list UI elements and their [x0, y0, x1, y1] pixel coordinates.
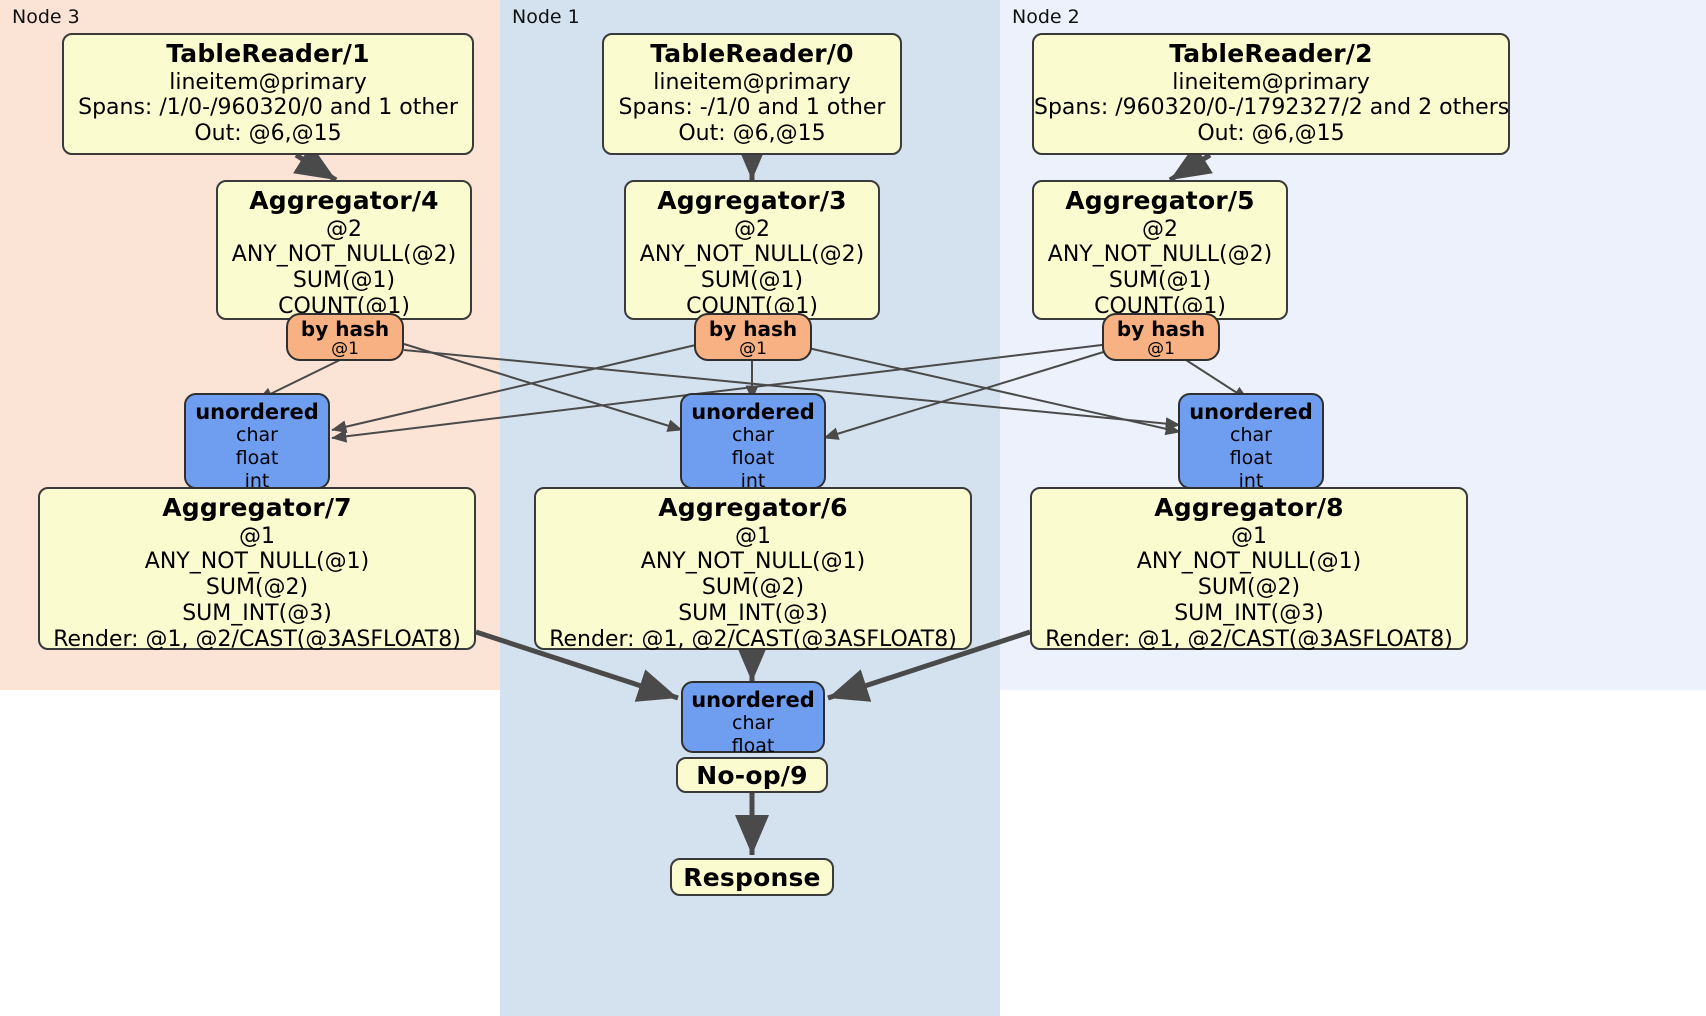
processor-table-reader-1[interactable]: TableReader/1 lineitem@primary Spans: /1…: [62, 33, 474, 155]
router-unordered-final[interactable]: unordered char float: [681, 681, 825, 757]
processor-title: Aggregator/5: [1065, 186, 1255, 215]
processor-table-reader-0[interactable]: TableReader/0 lineitem@primary Spans: -/…: [602, 33, 902, 155]
processor-line: ANY_NOT_NULL(@2): [231, 242, 457, 268]
processor-title: No-op/9: [696, 761, 808, 790]
panel-node-3-label: Node 3: [12, 6, 80, 28]
router-line: char: [236, 424, 278, 447]
processor-line: @2: [326, 216, 362, 242]
processor-line: Out: @6,@15: [678, 121, 826, 147]
processor-table-reader-2[interactable]: TableReader/2 lineitem@primary Spans: /9…: [1032, 33, 1510, 155]
processor-line: ANY_NOT_NULL(@2): [1047, 242, 1273, 268]
processor-line: Render: @1, @2/CAST(@3ASFLOAT8): [549, 627, 957, 653]
processor-line: Spans: /1/0-/960320/0 and 1 other: [78, 95, 458, 121]
processor-line: SUM(@2): [701, 575, 805, 601]
processor-line: ANY_NOT_NULL(@1): [144, 549, 370, 575]
router-line: int: [1238, 469, 1264, 492]
processor-aggregator-4[interactable]: Aggregator/4 @2 ANY_NOT_NULL(@2) SUM(@1)…: [216, 180, 472, 320]
router-line: @1: [739, 339, 767, 359]
processor-line: lineitem@primary: [1172, 69, 1370, 95]
router-line: float: [731, 446, 775, 469]
processor-title: Aggregator/3: [657, 186, 847, 215]
processor-line: ANY_NOT_NULL(@1): [1136, 549, 1362, 575]
router-by-hash-center[interactable]: by hash @1: [694, 313, 812, 361]
processor-title: Aggregator/8: [1154, 493, 1344, 522]
router-title: unordered: [691, 400, 815, 424]
processor-line: SUM(@1): [1108, 268, 1212, 294]
router-line: char: [1230, 424, 1272, 447]
router-unordered-left[interactable]: unordered char float int: [184, 393, 330, 492]
processor-title: TableReader/2: [1169, 39, 1373, 68]
router-line: float: [731, 734, 775, 757]
processor-aggregator-7[interactable]: Aggregator/7 @1 ANY_NOT_NULL(@1) SUM(@2)…: [38, 487, 476, 653]
processor-line: Spans: -/1/0 and 1 other: [618, 95, 886, 121]
processor-response[interactable]: Response: [670, 858, 834, 896]
processor-line: SUM_INT(@3): [678, 601, 828, 627]
router-title: unordered: [195, 400, 319, 424]
router-line: char: [732, 712, 774, 735]
processor-aggregator-6[interactable]: Aggregator/6 @1 ANY_NOT_NULL(@1) SUM(@2)…: [534, 487, 972, 653]
router-line: float: [235, 446, 279, 469]
router-title: unordered: [1189, 400, 1313, 424]
processor-line: @1: [1231, 523, 1267, 549]
processor-line: SUM(@1): [700, 268, 804, 294]
processor-title: Aggregator/7: [162, 493, 352, 522]
router-line: float: [1229, 446, 1273, 469]
processor-line: @2: [734, 216, 770, 242]
panel-node-2-label: Node 2: [1012, 6, 1080, 28]
processor-aggregator-8[interactable]: Aggregator/8 @1 ANY_NOT_NULL(@1) SUM(@2)…: [1030, 487, 1468, 653]
processor-line: @2: [1142, 216, 1178, 242]
router-line: @1: [331, 339, 359, 359]
processor-aggregator-5[interactable]: Aggregator/5 @2 ANY_NOT_NULL(@2) SUM(@1)…: [1032, 180, 1288, 320]
processor-line: lineitem@primary: [169, 69, 367, 95]
processor-line: lineitem@primary: [653, 69, 851, 95]
panel-node-1-label: Node 1: [512, 6, 580, 28]
processor-line: Render: @1, @2/CAST(@3ASFLOAT8): [53, 627, 461, 653]
processor-line: Spans: /960320/0-/1792327/2 and 2 others: [1034, 95, 1510, 121]
processor-title: Response: [683, 863, 821, 892]
processor-line: ANY_NOT_NULL(@1): [640, 549, 866, 575]
processor-title: Aggregator/6: [658, 493, 848, 522]
processor-line: SUM_INT(@3): [1174, 601, 1324, 627]
processor-title: Aggregator/4: [249, 186, 439, 215]
router-line: int: [740, 469, 766, 492]
processor-no-op-9[interactable]: No-op/9: [676, 757, 828, 793]
router-unordered-right[interactable]: unordered char float int: [1178, 393, 1324, 492]
router-by-hash-left[interactable]: by hash @1: [286, 313, 404, 361]
router-unordered-center[interactable]: unordered char float int: [680, 393, 826, 492]
processor-line: @1: [239, 523, 275, 549]
router-title: by hash: [708, 317, 798, 341]
router-by-hash-right[interactable]: by hash @1: [1102, 313, 1220, 361]
processor-line: SUM_INT(@3): [182, 601, 332, 627]
router-title: unordered: [691, 688, 815, 712]
processor-line: SUM(@2): [1197, 575, 1301, 601]
processor-title: TableReader/1: [166, 39, 370, 68]
router-line: char: [732, 424, 774, 447]
processor-title: TableReader/0: [650, 39, 854, 68]
router-line: @1: [1147, 339, 1175, 359]
router-title: by hash: [300, 317, 390, 341]
processor-line: SUM(@1): [292, 268, 396, 294]
processor-aggregator-3[interactable]: Aggregator/3 @2 ANY_NOT_NULL(@2) SUM(@1)…: [624, 180, 880, 320]
router-title: by hash: [1116, 317, 1206, 341]
router-line: int: [244, 469, 270, 492]
processor-line: Render: @1, @2/CAST(@3ASFLOAT8): [1045, 627, 1453, 653]
processor-line: @1: [735, 523, 771, 549]
processor-line: ANY_NOT_NULL(@2): [639, 242, 865, 268]
processor-line: Out: @6,@15: [1197, 121, 1345, 147]
processor-line: SUM(@2): [205, 575, 309, 601]
processor-line: Out: @6,@15: [194, 121, 342, 147]
